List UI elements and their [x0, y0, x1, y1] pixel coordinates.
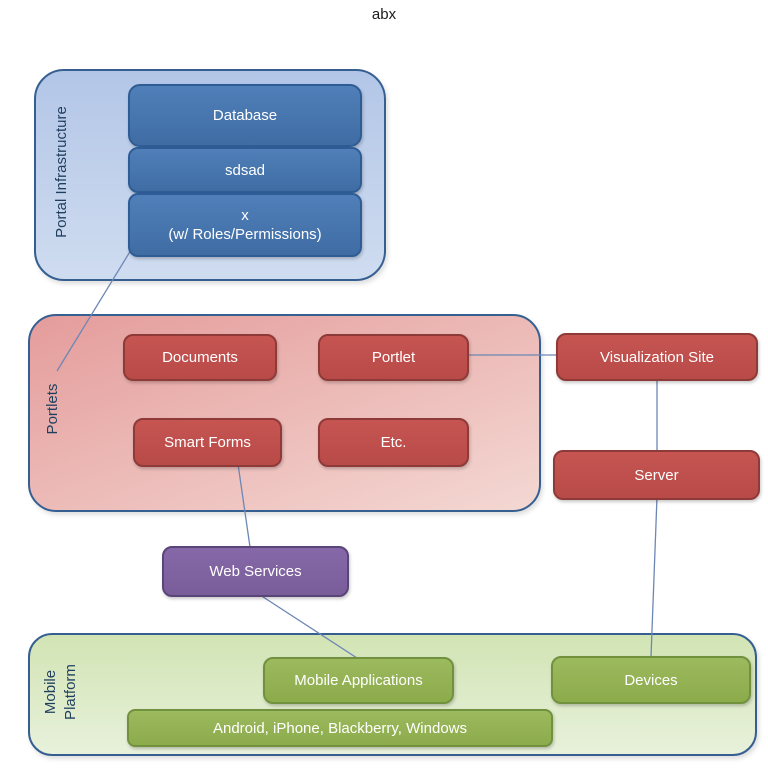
web-services-box: Web Services: [162, 546, 349, 597]
mobile-platform-label-line2: Platform: [62, 664, 79, 720]
mobile-platform-label: Mobile Platform: [41, 642, 85, 742]
visualization-site-box: Visualization Site: [556, 333, 758, 381]
portlet-box: Portlet: [318, 334, 469, 381]
smart-forms-box: Smart Forms: [133, 418, 282, 467]
diagram-title: abx: [371, 6, 397, 23]
roles-permissions-line2: (w/ Roles/Permissions): [168, 226, 322, 243]
server-box: Server: [553, 450, 760, 500]
sdsad-box: sdsad: [128, 147, 362, 193]
documents-box: Documents: [123, 334, 277, 381]
etc-box: Etc.: [318, 418, 469, 467]
database-box: Database: [128, 84, 362, 147]
roles-permissions-box: x (w/ Roles/Permissions): [128, 193, 362, 257]
devices-box: Devices: [551, 656, 751, 704]
portal-infrastructure-label: Portal Infrastructure: [53, 106, 70, 238]
portlets-label: Portlets: [44, 383, 61, 435]
os-list-box: Android, iPhone, Blackberry, Windows: [127, 709, 553, 747]
mobile-platform-label-line1: Mobile: [42, 669, 59, 715]
mobile-applications-box: Mobile Applications: [263, 657, 454, 704]
roles-permissions-line1: x: [241, 207, 249, 224]
